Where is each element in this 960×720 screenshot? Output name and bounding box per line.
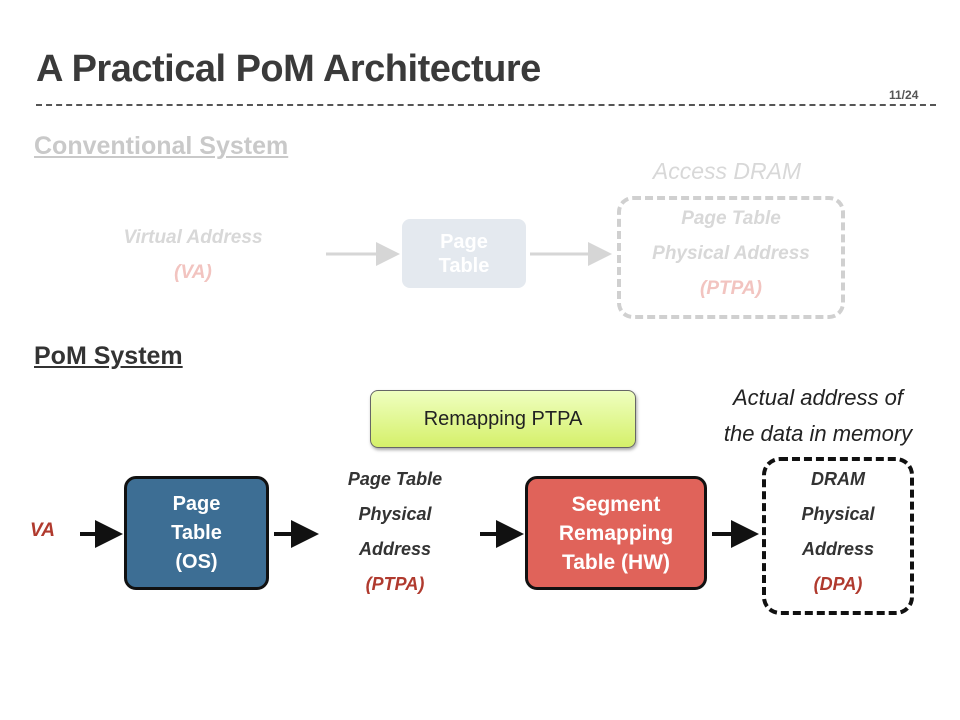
title-divider bbox=[36, 104, 936, 106]
segment-remapping-box: Segment Remapping Table (HW) bbox=[525, 476, 707, 590]
pt-os-line3: (OS) bbox=[175, 550, 218, 573]
dpa-text: DRAM Physical Address (DPA) bbox=[762, 462, 914, 602]
pom-ptpa-line3: Address bbox=[358, 539, 432, 559]
remapping-ptpa-box: Remapping PTPA bbox=[370, 390, 636, 448]
pom-heading: PoM System bbox=[34, 342, 183, 370]
pt-os-line1: Page bbox=[172, 492, 221, 515]
slide-title: A Practical PoM Architecture bbox=[36, 48, 541, 90]
conv-page-table-box: Page Table bbox=[402, 219, 526, 288]
dpa-line1: DRAM bbox=[811, 469, 865, 489]
va-label: VA bbox=[30, 520, 80, 542]
actual-address-line2: the data in memory bbox=[723, 421, 913, 446]
dpa-abbr: (DPA) bbox=[813, 574, 863, 594]
pom-ptpa-line2: Physical bbox=[358, 504, 432, 524]
page-number: 11/24 bbox=[889, 88, 919, 102]
seg-line3: Table (HW) bbox=[561, 550, 671, 574]
seg-line2: Remapping bbox=[558, 521, 674, 545]
conv-virtual-address: Virtual Address (VA) bbox=[88, 220, 298, 290]
pom-ptpa-line1: Page Table bbox=[347, 469, 443, 489]
conv-ptpa-abbr: (PTPA) bbox=[700, 278, 762, 299]
page-table-os-box: Page Table (OS) bbox=[124, 476, 269, 590]
seg-line1: Segment bbox=[571, 492, 661, 516]
pt-os-line2: Table bbox=[171, 521, 222, 544]
actual-address-note: Actual address of the data in memory bbox=[684, 380, 952, 452]
pom-ptpa-text: Page Table Physical Address (PTPA) bbox=[312, 462, 478, 602]
conventional-heading: Conventional System bbox=[34, 132, 289, 160]
conv-ptpa-line2: Physical Address bbox=[652, 243, 810, 264]
pom-ptpa-abbr: (PTPA) bbox=[365, 574, 425, 594]
dpa-dashed-box bbox=[762, 457, 914, 615]
conv-ptpa-text: Page Table Physical Address (PTPA) bbox=[617, 201, 845, 306]
conv-ptpa-line1: Page Table bbox=[681, 208, 781, 229]
access-dram-label: Access DRAM bbox=[652, 158, 802, 184]
remapping-ptpa-label: Remapping PTPA bbox=[423, 407, 583, 430]
conv-page-table-label: Page Table bbox=[438, 230, 490, 277]
actual-address-line1: Actual address of bbox=[733, 385, 903, 410]
conv-va-label: Virtual Address bbox=[123, 227, 263, 248]
conv-va-abbr: (VA) bbox=[174, 262, 212, 283]
va-text: VA bbox=[30, 520, 55, 541]
dpa-line2: Physical bbox=[801, 504, 875, 524]
conv-ptpa-dashed-box bbox=[617, 196, 845, 319]
dpa-line3: Address bbox=[801, 539, 875, 559]
